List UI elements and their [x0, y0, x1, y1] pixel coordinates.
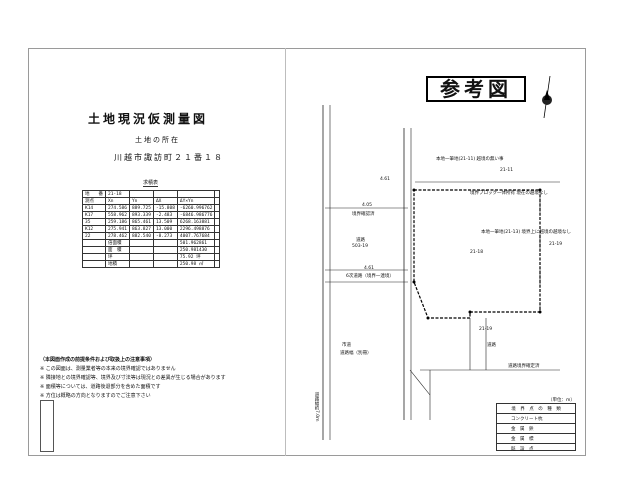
reference-stamp: 参考図 [426, 76, 526, 102]
dim-top-left: 4.61 [380, 177, 391, 182]
road-south: 道路 [487, 343, 496, 348]
legend-header: 境 界 点 の 種 類 [497, 404, 575, 414]
document-title: 土地現況仮測量図 [88, 112, 209, 126]
road-south-no: 21-19 [479, 327, 493, 332]
legend-item: コンクリート杭 [497, 414, 575, 424]
calc-table-label: 求積表 [143, 180, 159, 187]
north-arrow-icon [542, 75, 552, 119]
legend-item: 既 設 点 [511, 446, 534, 452]
calc-table-cell [82, 260, 106, 268]
lower-left-1: 4.61 [364, 266, 375, 271]
parcel-main: 21-18 [470, 250, 484, 255]
land-address: 川越市諏訪町２１番１８ [114, 153, 224, 162]
boundary-points [412, 188, 542, 320]
left-note-2: 境界確認済 [352, 212, 375, 217]
drawing-sheet [28, 48, 586, 456]
right-note: 本地一筆地(21-13) 境界上に越境の越境なし [481, 230, 572, 235]
bottom-note: 道路境界確定済 [508, 364, 540, 369]
legend-item: 金 属 標 [497, 434, 575, 444]
notes-header: （本図面作成の前提条件および取扱上の注意事項） [40, 357, 156, 363]
calc-table-cell [152, 260, 178, 268]
top-note: 本地一筆地(21-11) 越境の無い事 [436, 157, 504, 162]
side-column-box [40, 400, 54, 452]
note-item: ※ 面積等については、道路後退部分を含めた面積です [40, 384, 161, 390]
mid-note: 境界ブロック一体所有 現在の越境なし [470, 191, 548, 196]
legend-table: 境 界 点 の 種 類 コンクリート杭 金 属 鋲 金 属 標 既 設 点 [496, 403, 576, 452]
note-item: ※ 隣接地との境界確認等、境界及び寸法等は現況との差異が生じる場合があります [40, 375, 226, 381]
document-subtitle: 土地の所在 [135, 136, 180, 144]
calc-table-cell [214, 260, 221, 268]
road-label-vertical: 道路幅約7.0m [314, 392, 319, 422]
road-line [409, 369, 431, 396]
page-fold [285, 48, 286, 456]
left-note-1: 4.05 [362, 203, 373, 208]
note-item: ※ 方位は概略の方向となりますのでご注意下さい [40, 393, 151, 399]
dim-top: 21-11 [500, 168, 514, 173]
lower-left-2: 6次道路（境界一連境） [346, 274, 394, 279]
note-item: ※ この図面は、測量業者等の本来の境界確認ではありません [40, 366, 176, 372]
road-west-no: 503-19 [352, 244, 368, 249]
notes-block: （本図面作成の前提条件および取扱上の注意事項） ※ この図面は、測量業者等の本来… [40, 356, 270, 401]
scale-unit: （単位：m） [548, 398, 575, 403]
road-label: 市道 [342, 343, 351, 348]
right-dim: 21-19 [549, 242, 563, 247]
road-west: 道路 [356, 238, 365, 243]
legend-item: 金 属 鋲 [497, 424, 575, 434]
sw-label: 道路幅（別冊） [340, 351, 372, 356]
